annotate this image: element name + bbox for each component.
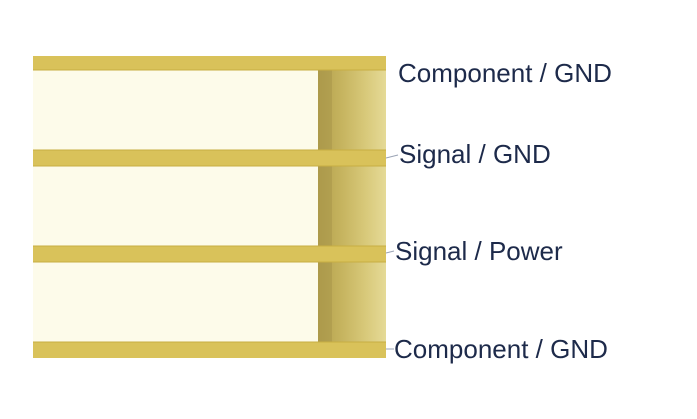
layer-label-1: Component / GND <box>398 58 612 88</box>
dielectric-core-1 <box>33 70 320 150</box>
dielectric-core-3 <box>33 262 320 342</box>
leader-line-2 <box>385 154 399 159</box>
dielectric-core-2 <box>33 166 320 246</box>
copper-layer-4 <box>33 342 386 358</box>
copper-layer-2 <box>33 150 386 166</box>
leader-line-3 <box>385 250 395 254</box>
layer-label-3: Signal / Power <box>395 236 563 266</box>
via-wall-shadow <box>318 70 332 342</box>
layer-label-2: Signal / GND <box>399 139 551 169</box>
copper-layer-3 <box>33 246 386 262</box>
copper-layer-1 <box>33 56 386 70</box>
layer-label-4: Component / GND <box>394 334 608 364</box>
